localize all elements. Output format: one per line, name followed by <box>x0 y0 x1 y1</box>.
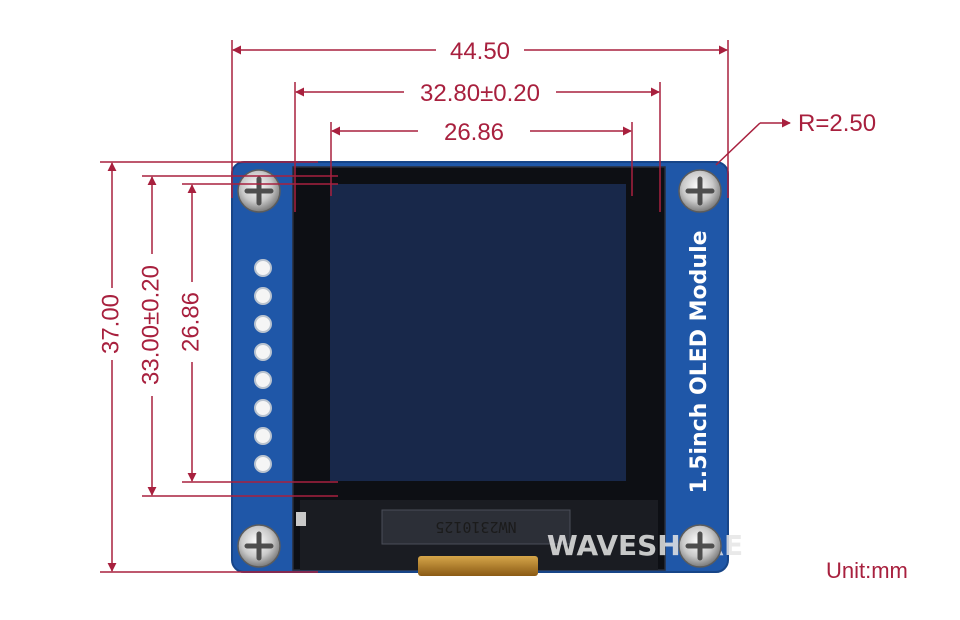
dimension-label: 37.00 <box>97 294 124 354</box>
pin-hole <box>254 315 272 333</box>
display-active-area <box>330 184 626 481</box>
dimension-top-outer: 44.50 <box>231 38 729 198</box>
fpc-connector <box>418 556 538 576</box>
pin-hole <box>254 427 272 445</box>
pin-hole <box>254 259 272 277</box>
corner-mark <box>296 512 306 526</box>
pin-hole <box>254 399 272 417</box>
dimension-left-middle: 33.00±0.20 <box>137 175 338 497</box>
pin-hole <box>254 343 272 361</box>
unit-label: Unit:mm <box>826 558 908 583</box>
screw-top-left <box>237 169 281 213</box>
dimension-label: R=2.50 <box>798 110 876 137</box>
dimension-label: 32.80±0.20 <box>420 80 540 107</box>
dimension-label: 26.86 <box>444 119 504 146</box>
pin-header <box>254 259 272 473</box>
screw-top-right <box>678 169 722 213</box>
dimension-corner-radius: R=2.50 <box>715 110 876 166</box>
dimension-label: 26.86 <box>177 292 204 352</box>
dimension-left-inner: 26.86 <box>177 183 338 483</box>
pin-hole <box>254 455 272 473</box>
driver-chip <box>381 509 571 545</box>
dimension-top-middle: 32.80±0.20 <box>294 80 661 212</box>
dimension-top-inner: 26.86 <box>330 119 633 196</box>
dimension-label: 44.50 <box>450 38 510 65</box>
screw-bottom-right <box>678 524 722 568</box>
silkscreen-label: 1.5inch OLED Module <box>687 230 712 493</box>
pin-hole <box>254 371 272 389</box>
dimension-left-outer: 37.00 <box>97 161 318 573</box>
oled-board: NW2310125 WAVESHARE 1.5inch OLED Module <box>231 161 743 576</box>
chip-marking: NW2310125 <box>435 518 516 536</box>
pin-hole <box>254 287 272 305</box>
screw-bottom-left <box>237 524 281 568</box>
dimension-label: 33.00±0.20 <box>137 265 164 385</box>
